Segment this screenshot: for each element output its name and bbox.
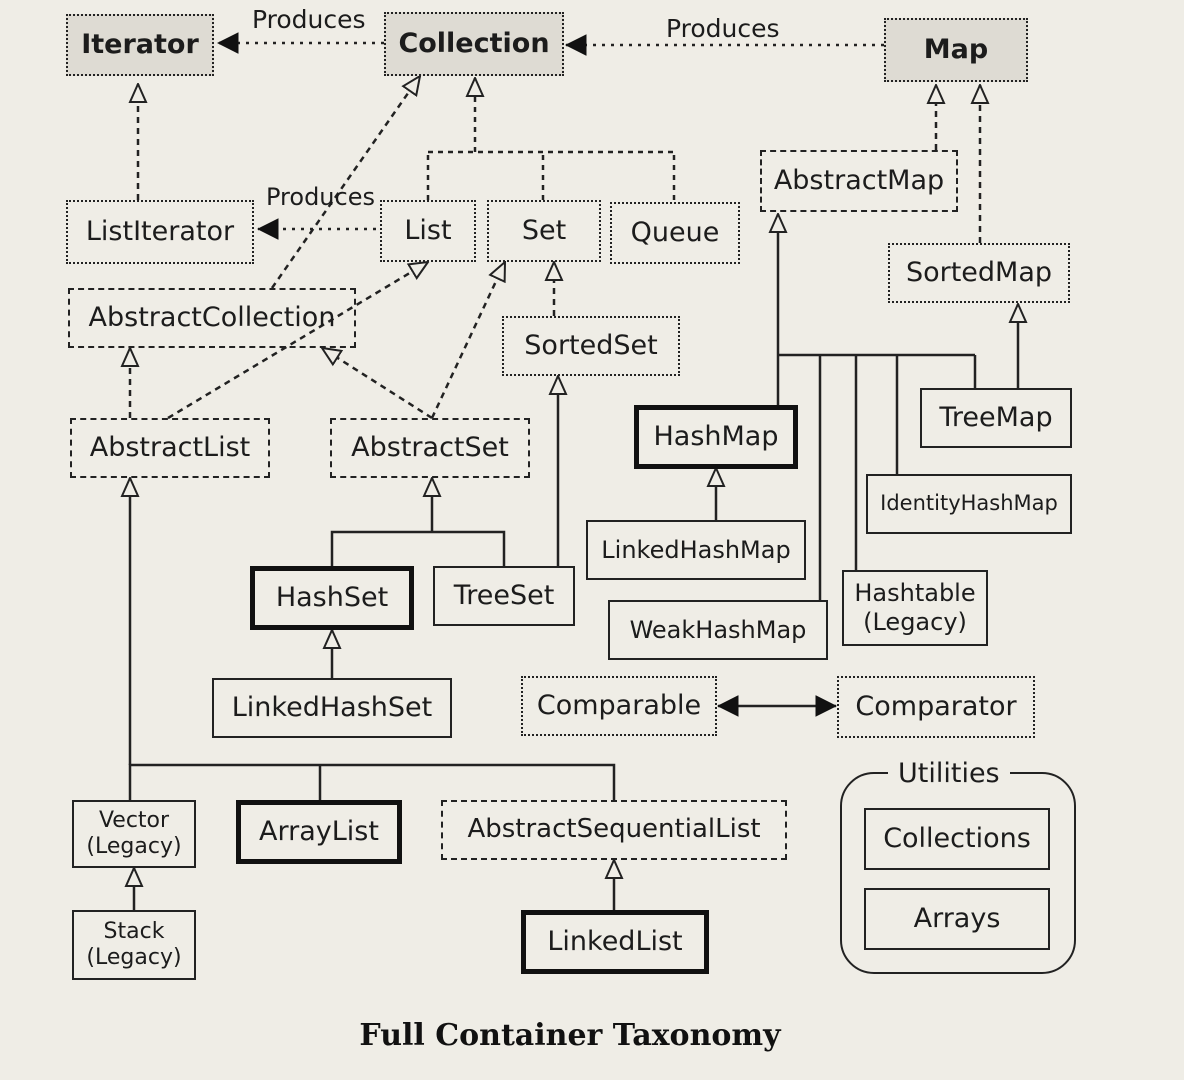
collection-interface[interactable]: Collection: [384, 12, 564, 76]
sortedset-interface[interactable]: SortedSet: [502, 316, 680, 376]
treeset-class[interactable]: TreeSet: [433, 566, 575, 626]
listiterator-interface[interactable]: ListIterator: [66, 200, 254, 264]
weakhashmap-class[interactable]: WeakHashMap: [608, 600, 828, 660]
hashset-class[interactable]: HashSet: [250, 566, 414, 630]
arrays-class[interactable]: Arrays: [864, 888, 1050, 950]
linkedhashmap-class[interactable]: LinkedHashMap: [586, 520, 806, 580]
utilities-title: Utilities: [888, 758, 1010, 789]
collection-subinterfaces-bracket: [426, 150, 676, 200]
linkedlist-class[interactable]: LinkedList: [521, 910, 709, 974]
iterator-interface[interactable]: Iterator: [66, 14, 214, 76]
comparable-interface[interactable]: Comparable: [521, 676, 717, 736]
abstractset-extends-abstractcollection: [322, 348, 433, 420]
treemap-class[interactable]: TreeMap: [920, 388, 1072, 448]
queue-interface[interactable]: Queue: [610, 202, 740, 264]
linkedhashset-class[interactable]: LinkedHashSet: [212, 678, 452, 738]
figure-caption: Full Container Taxonomy: [359, 1018, 781, 1053]
set-classes-bracket: [330, 530, 506, 566]
collections-class[interactable]: Collections: [864, 808, 1050, 870]
vector-name: Vector: [98, 807, 170, 833]
stack-name: Stack: [103, 918, 165, 944]
hashtable-name: Hashtable: [854, 579, 976, 608]
list-interface[interactable]: List: [380, 200, 476, 262]
list-produces-label: Produces: [266, 183, 375, 211]
hashtable-legacy-note: (Legacy): [863, 608, 967, 636]
hashmap-class[interactable]: HashMap: [634, 405, 798, 469]
set-interface[interactable]: Set: [487, 200, 601, 262]
abstractmap-class[interactable]: AbstractMap: [760, 150, 958, 212]
abstractsequentiallist-class[interactable]: AbstractSequentialList: [441, 800, 787, 860]
sortedmap-interface[interactable]: SortedMap: [888, 243, 1070, 303]
map-interface[interactable]: Map: [884, 18, 1028, 82]
vector-legacy-note: (Legacy): [86, 834, 182, 859]
map-produces-label: Produces: [666, 14, 780, 43]
vector-class[interactable]: Vector (Legacy): [72, 800, 196, 868]
stack-class[interactable]: Stack (Legacy): [72, 910, 196, 980]
abstractcollection-class[interactable]: AbstractCollection: [68, 288, 356, 348]
comparator-interface[interactable]: Comparator: [837, 676, 1035, 738]
abstractset-implements-set: [430, 262, 507, 419]
iterator-produces-label: Produces: [252, 5, 366, 34]
list-classes-bus: [128, 763, 616, 800]
map-classes-bus: [776, 353, 977, 600]
abstractlist-class[interactable]: AbstractList: [70, 418, 270, 478]
stack-legacy-note: (Legacy): [86, 945, 182, 970]
arraylist-class[interactable]: ArrayList: [236, 800, 402, 864]
abstractset-class[interactable]: AbstractSet: [330, 418, 530, 478]
identityhashmap-class[interactable]: IdentityHashMap: [866, 474, 1072, 534]
hashtable-class[interactable]: Hashtable (Legacy): [842, 570, 988, 646]
